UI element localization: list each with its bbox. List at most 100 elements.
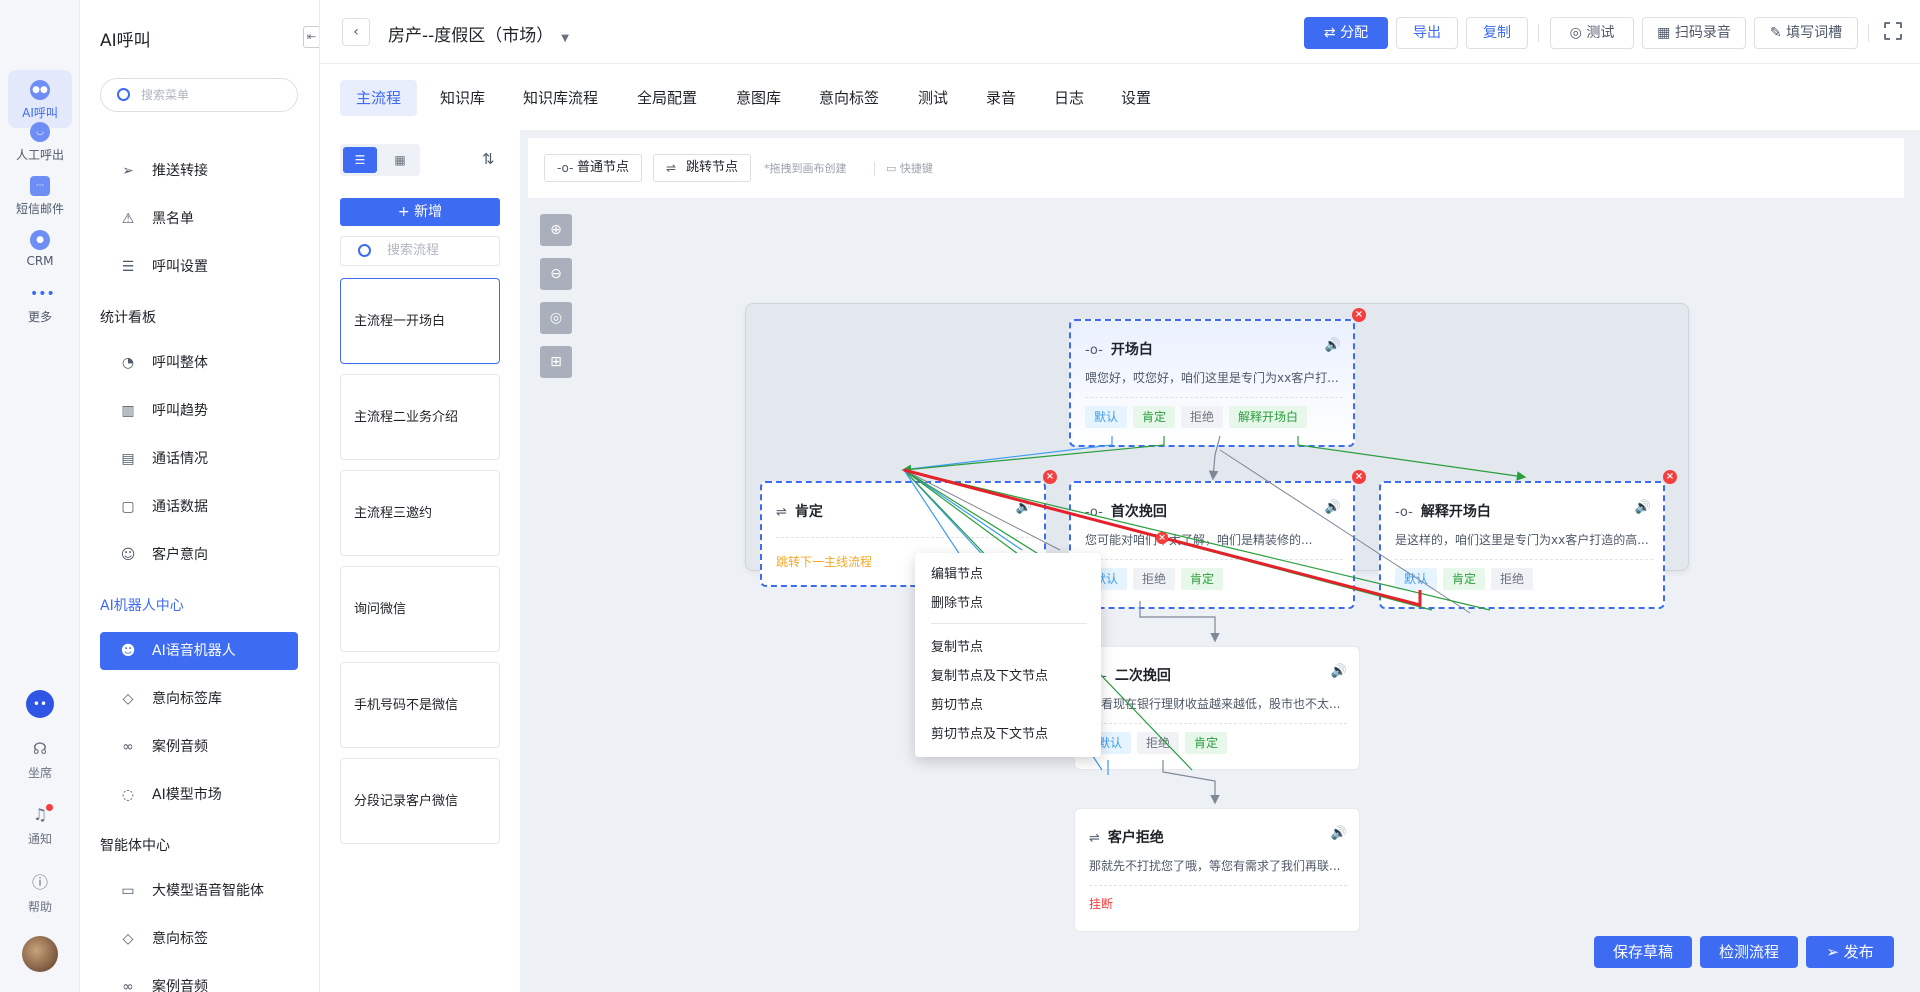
- rail-item-crm[interactable]: ● CRM: [8, 220, 72, 278]
- avatar[interactable]: [22, 936, 58, 972]
- branch-tag[interactable]: 肯定: [1133, 406, 1176, 428]
- branch-tag[interactable]: 拒绝: [1491, 568, 1534, 590]
- rail-item-sms[interactable]: ··· 短信邮件: [8, 166, 72, 224]
- tab-recording[interactable]: 录音: [986, 89, 1017, 107]
- fill-slot-button[interactable]: ✎ 填写词槽: [1754, 17, 1858, 49]
- sidebar-item-push-transfer[interactable]: ➢ 推送转接: [100, 152, 298, 190]
- layout-tree-icon[interactable]: ⊞: [540, 346, 572, 378]
- list-view-icon[interactable]: ☰: [343, 147, 377, 173]
- branch-tag[interactable]: 肯定: [1185, 732, 1228, 754]
- delete-node-icon[interactable]: ×: [1043, 470, 1057, 484]
- flow-card[interactable]: 主流程三邀约: [340, 470, 500, 556]
- menu-item-copy-node[interactable]: 复制节点: [931, 640, 984, 655]
- rail-item-seat[interactable]: ☊ 坐席: [8, 738, 72, 781]
- volume-icon[interactable]: 🔊: [1330, 664, 1347, 679]
- sidebar-item-call-trend[interactable]: ▥ 呼叫趋势: [100, 392, 298, 430]
- tab-test[interactable]: 测试: [918, 89, 949, 107]
- node-opening[interactable]: -o-开场白 🔊 喂您好，哎您好，咱们这里是专门为xx客户打... 默认肯定拒绝…: [1069, 319, 1355, 447]
- sidebar-item-call-overall[interactable]: ◔ 呼叫整体: [100, 344, 298, 382]
- export-button[interactable]: 导出: [1396, 17, 1458, 49]
- flow-card[interactable]: 询问微信: [340, 566, 500, 652]
- tab-knowledge-base[interactable]: 知识库: [440, 89, 486, 107]
- node-customer-reject[interactable]: ⇌客户拒绝 🔊 那就先不打扰您了哦，等您有需求了我们再联... 挂断: [1074, 808, 1360, 932]
- sidebar-item-call-status[interactable]: ▤ 通话情况: [100, 440, 298, 478]
- sidebar-item-call-data[interactable]: ▢ 通话数据: [100, 488, 298, 526]
- grid-view-icon[interactable]: ▦: [394, 153, 406, 167]
- volume-icon[interactable]: 🔊: [1634, 500, 1651, 515]
- rail-item-more[interactable]: ••• 更多: [8, 274, 72, 332]
- assistant-robot-icon[interactable]: ••: [26, 690, 54, 718]
- tab-main-flow[interactable]: 主流程: [340, 80, 418, 116]
- rail-item-help[interactable]: ⓘ 帮助: [8, 872, 72, 915]
- assign-button[interactable]: ⇄ 分配: [1304, 17, 1388, 49]
- sidebar-item-customer-intent[interactable]: ☺ 客户意向: [100, 536, 298, 574]
- branch-tag[interactable]: 拒绝: [1133, 568, 1176, 590]
- menu-item-delete-node[interactable]: 删除节点: [931, 596, 984, 611]
- branch-tag[interactable]: 拒绝: [1181, 406, 1224, 428]
- tab-global-config[interactable]: 全局配置: [637, 89, 698, 107]
- locate-icon[interactable]: ◎: [540, 302, 572, 334]
- sidebar-item-llm-voice-agent[interactable]: ▭ 大模型语音智能体: [100, 872, 298, 910]
- menu-item-cut-node-with-children[interactable]: 剪切节点及下文节点: [931, 727, 1049, 742]
- publish-button[interactable]: ➢ 发布: [1806, 936, 1894, 968]
- branch-tag[interactable]: 解释开场白: [1229, 406, 1308, 428]
- branch-tag[interactable]: 肯定: [1181, 568, 1224, 590]
- menu-item-cut-node[interactable]: 剪切节点: [931, 698, 984, 713]
- delete-node-icon[interactable]: ×: [1352, 470, 1366, 484]
- volume-icon[interactable]: 🔊: [1330, 826, 1347, 841]
- rail-item-notify[interactable]: ♫ 通知: [8, 804, 72, 847]
- sidebar-item-case-audio[interactable]: ∞ 案例音频: [100, 728, 298, 766]
- fullscreen-icon[interactable]: [1884, 22, 1902, 40]
- collapse-sidebar-button[interactable]: ⇤: [303, 26, 319, 48]
- rail-item-ai-call[interactable]: ●● AI呼叫: [8, 70, 72, 128]
- branch-tag[interactable]: 默认: [1085, 406, 1128, 428]
- sort-icon[interactable]: ⇅: [482, 150, 495, 168]
- node-first-recover[interactable]: -o-首次挽回 🔊 您可能对咱们不太了解，咱们是精装修的... 默认拒绝肯定: [1069, 481, 1355, 609]
- delete-node-icon[interactable]: ×: [1352, 308, 1366, 322]
- tab-logs[interactable]: 日志: [1054, 89, 1085, 107]
- tab-knowledge-flow[interactable]: 知识库流程: [523, 89, 599, 107]
- menu-item-edit-node[interactable]: 编辑节点: [931, 567, 984, 582]
- check-flow-button[interactable]: 检测流程: [1700, 936, 1798, 968]
- branch-tag[interactable]: 肯定: [1443, 568, 1486, 590]
- rail-label: 通知: [27, 832, 52, 846]
- sidebar-item-blacklist[interactable]: ⚠ 黑名单: [100, 200, 298, 238]
- tab-intent-lib[interactable]: 意图库: [736, 89, 782, 107]
- delete-node-icon[interactable]: ×: [1663, 470, 1677, 484]
- copy-button[interactable]: 复制: [1466, 17, 1528, 49]
- shortcut-button[interactable]: ▭ 快捷键: [886, 160, 933, 176]
- page-title[interactable]: 房产--度假区（市场）▼: [388, 21, 569, 46]
- back-button[interactable]: ‹: [342, 18, 370, 46]
- sidebar-item-intent-tag[interactable]: ◇ 意向标签: [100, 920, 298, 958]
- flow-card[interactable]: 手机号码不是微信: [340, 662, 500, 748]
- flow-card[interactable]: 分段记录客户微信: [340, 758, 500, 844]
- sidebar-item-call-settings[interactable]: ☰ 呼叫设置: [100, 248, 298, 286]
- flow-card[interactable]: 主流程二业务介绍: [340, 374, 500, 460]
- save-draft-button[interactable]: 保存草稿: [1594, 936, 1692, 968]
- rail-item-manual-call[interactable]: ◡ 人工呼出: [8, 112, 72, 170]
- normal-node-button[interactable]: -o-普通节点: [544, 154, 643, 182]
- menu-item-copy-node-with-children[interactable]: 复制节点及下文节点: [931, 669, 1049, 684]
- zoom-in-icon[interactable]: ⊕: [540, 214, 572, 246]
- flow-search-input[interactable]: 搜索流程: [340, 236, 500, 266]
- node-explain-opening[interactable]: -o-解释开场白 🔊 是这样的，咱们这里是专门为xx客户打造的高... 默认肯定…: [1379, 481, 1665, 609]
- volume-icon[interactable]: 🔊: [1324, 338, 1341, 353]
- volume-icon[interactable]: 🔊: [1324, 500, 1341, 515]
- tab-intent-tags[interactable]: 意向标签: [819, 89, 880, 107]
- zoom-out-icon[interactable]: ⊖: [540, 258, 572, 290]
- branch-tag[interactable]: 拒绝: [1137, 732, 1180, 754]
- sidebar-item-ai-model-market[interactable]: ◌ AI模型市场: [100, 776, 298, 814]
- test-button[interactable]: ◎ 测试: [1550, 17, 1634, 49]
- sidebar-item-agent-case-audio[interactable]: ∞ 案例音频: [100, 968, 298, 992]
- jump-node-button[interactable]: ⇌跳转节点: [653, 154, 752, 182]
- sidebar-item-ai-voice-robot[interactable]: ☻ AI语音机器人: [100, 632, 298, 670]
- add-flow-button[interactable]: + 新增: [340, 198, 500, 226]
- flow-card[interactable]: 主流程一开场白: [340, 278, 500, 364]
- scan-record-button[interactable]: ▦ 扫码录音: [1642, 17, 1746, 49]
- menu-search-input[interactable]: 搜索菜单: [100, 78, 298, 112]
- tab-settings[interactable]: 设置: [1121, 89, 1152, 107]
- flow-canvas[interactable]: -o-普通节点 ⇌跳转节点 *拖拽到画布创建 ▭ 快捷键 ⊕ ⊖ ◎ ⊞ -o-…: [520, 130, 1920, 992]
- sidebar-item-intent-tag-lib[interactable]: ◇ 意向标签库: [100, 680, 298, 718]
- delete-connector-icon[interactable]: ×: [1156, 532, 1168, 544]
